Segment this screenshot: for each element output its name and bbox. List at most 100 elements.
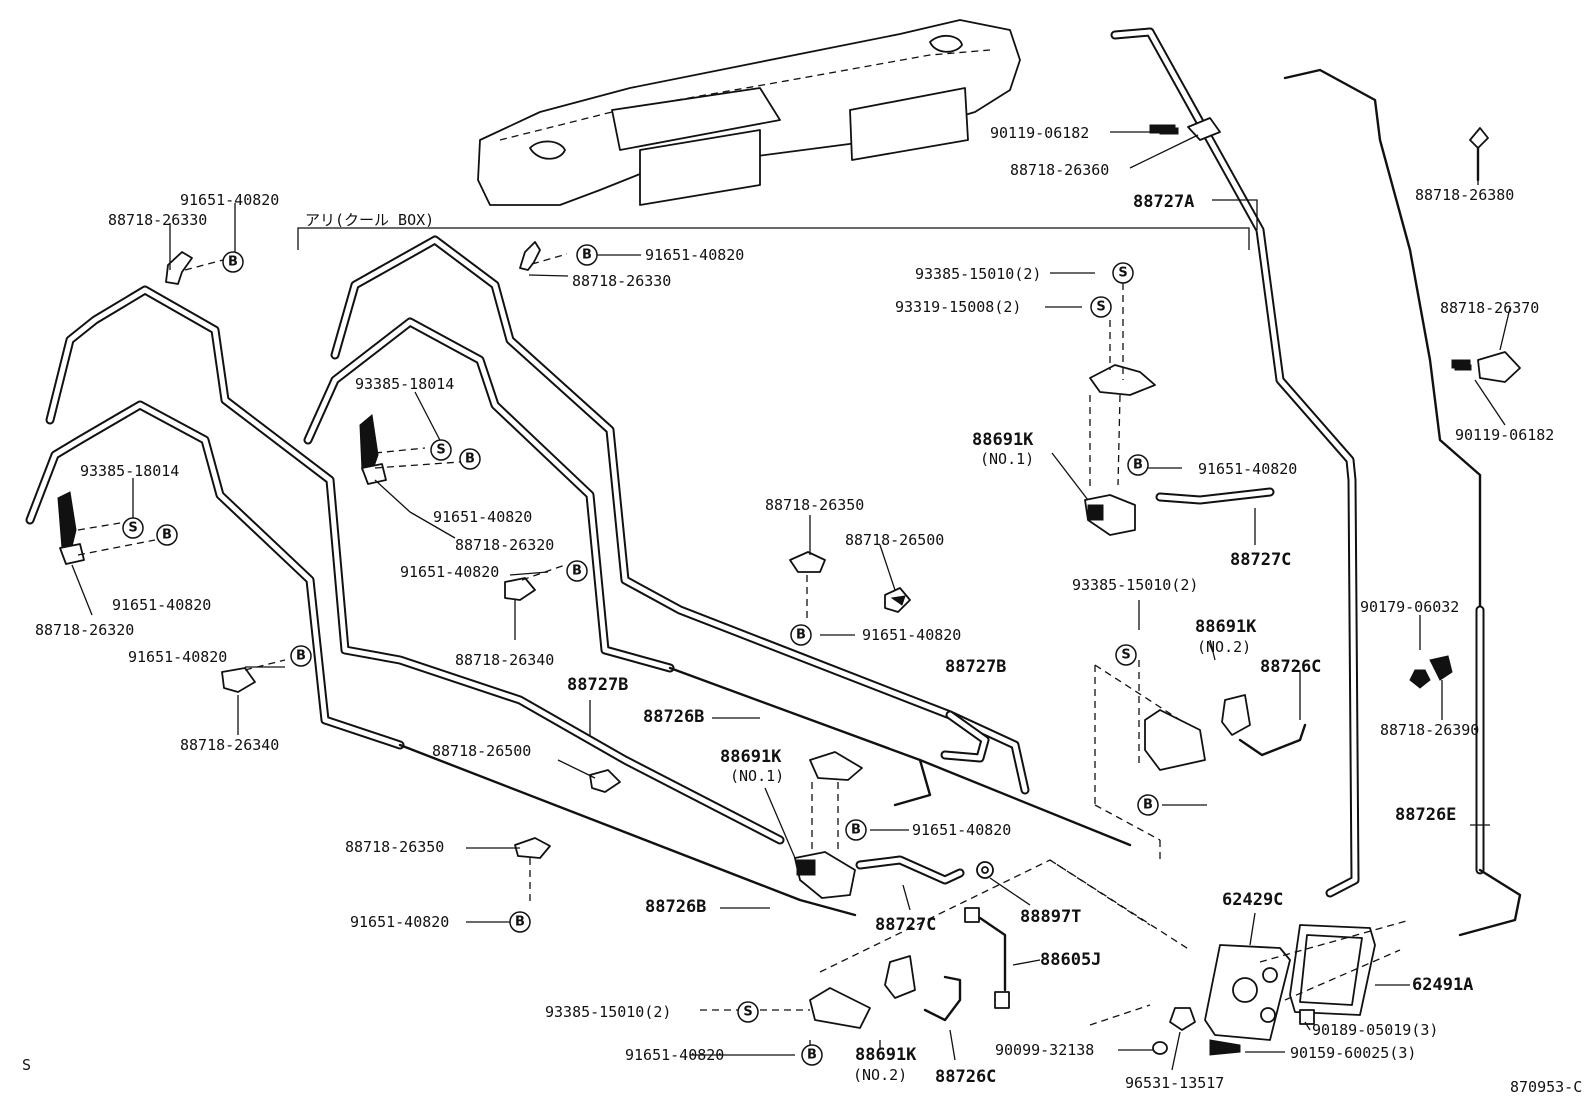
label-88718-26330-tc: 88718-26330 xyxy=(572,272,671,290)
label-93385-15010-mid: 93385-15010(2) xyxy=(1072,576,1198,594)
corner-mark: S xyxy=(22,1056,31,1074)
bolt-symbol-center: B xyxy=(790,624,812,646)
label-88727C-bot: 88727C xyxy=(875,915,936,935)
label-88718-26370: 88718-26370 xyxy=(1440,299,1539,317)
clip-90119-right xyxy=(1451,359,1471,369)
svg-text:B: B xyxy=(572,564,582,579)
pipe-88727A xyxy=(1110,27,1360,898)
label-cool-box: アリ(クール BOX) xyxy=(305,211,434,229)
bracket-88691K-no1-top xyxy=(1084,364,1156,536)
label-88727B-left: 88727B xyxy=(567,675,628,695)
label-93385-18014-a: 93385-18014 xyxy=(355,375,454,393)
bolt-symbol-tc: B xyxy=(576,244,598,266)
label-91651-left3: 91651-40820 xyxy=(128,648,227,666)
pipe-88726B-right xyxy=(303,317,1132,847)
label-88718-26390: 88718-26390 xyxy=(1380,721,1479,739)
svg-text:B: B xyxy=(1143,798,1153,813)
svg-text:S: S xyxy=(128,521,137,536)
label-93319-15008: 93319-15008(2) xyxy=(895,298,1021,316)
label-no1-bot: (NO.1) xyxy=(730,767,784,785)
screw-symbol-top: S xyxy=(1112,262,1134,284)
screw-symbol-mid: S xyxy=(1115,644,1137,666)
screw-symbol-top2: S xyxy=(1090,296,1112,318)
label-88691K-no2-bot: 88691K xyxy=(855,1045,917,1065)
clip-88718-26500-bot xyxy=(589,769,621,793)
label-91651-left2: 91651-40820 xyxy=(112,596,211,614)
seal-62491A xyxy=(1289,924,1376,1016)
labels: 91651-40820 88718-26330 アリ(クール BOX) 9165… xyxy=(22,124,1582,1096)
cool-box-bracket-line xyxy=(297,227,1250,250)
label-91651-center: 91651-40820 xyxy=(862,626,961,644)
label-93385-15010-top: 93385-15010(2) xyxy=(915,265,1041,283)
label-88726C-bot: 88726C xyxy=(935,1067,996,1087)
svg-text:S: S xyxy=(743,1005,752,1020)
label-88605J: 88605J xyxy=(1040,950,1101,970)
label-no2-bot: (NO.2) xyxy=(853,1066,907,1084)
label-90159: 90159-60025(3) xyxy=(1290,1044,1416,1062)
clip-88718-26340-left xyxy=(221,667,256,693)
label-88718-26330-tl: 88718-26330 xyxy=(108,211,207,229)
wire-88605J xyxy=(978,916,1007,992)
nut-90179 xyxy=(1409,669,1431,689)
svg-text:B: B xyxy=(796,628,806,643)
clamp-88718-26320-b xyxy=(57,491,85,565)
label-93385-18014-b: 93385-18014 xyxy=(80,462,179,480)
connector-88605J xyxy=(964,907,1010,1009)
label-62491A: 62491A xyxy=(1412,975,1473,995)
clamp-88718-26320-a xyxy=(359,414,387,485)
clip-88718-26340-mid xyxy=(504,577,536,601)
wire-88726C-right xyxy=(1238,723,1307,757)
label-62429C: 62429C xyxy=(1222,890,1283,910)
label-91651-bot1: 91651-40820 xyxy=(350,913,449,931)
bracket-88691K-no1-bot xyxy=(794,751,863,899)
label-88727A: 88727A xyxy=(1133,192,1194,212)
label-91651-tl: 91651-40820 xyxy=(180,191,279,209)
label-88726B-bot: 88726B xyxy=(645,897,706,917)
leader-lines xyxy=(71,131,1511,1071)
bracket-88691K-no2-right xyxy=(1144,694,1251,771)
bolt-symbol-left2: B xyxy=(156,524,178,546)
label-91651-mid2: 91651-40820 xyxy=(400,563,499,581)
svg-text:B: B xyxy=(465,452,475,467)
label-88727B-right: 88727B xyxy=(945,657,1006,677)
bracket-88691K-no2-bot xyxy=(809,955,916,1029)
svg-text:S: S xyxy=(1118,266,1127,281)
svg-text:B: B xyxy=(851,823,861,838)
label-88718-26320-b: 88718-26320 xyxy=(35,621,134,639)
clip-88718-26350-top xyxy=(789,551,826,573)
svg-text:S: S xyxy=(1121,648,1130,663)
washer-90099 xyxy=(1152,1041,1168,1055)
label-no1-top: (NO.1) xyxy=(980,450,1034,468)
label-91651-right1: 91651-40820 xyxy=(1198,460,1297,478)
pipe-88726E xyxy=(1283,68,1522,937)
svg-text:B: B xyxy=(807,1048,817,1063)
label-88726E: 88726E xyxy=(1395,805,1456,825)
label-90119-right: 90119-06182 xyxy=(1455,426,1554,444)
label-91651-right2: 91651-40820 xyxy=(912,821,1011,839)
clip-88718-26500-top xyxy=(884,587,911,613)
label-88726C-right: 88726C xyxy=(1260,657,1321,677)
label-90119-top: 90119-06182 xyxy=(990,124,1089,142)
symbols: B B S S S B S B B B B S B B B B S B xyxy=(122,244,1159,1066)
label-96531: 96531-13517 xyxy=(1125,1074,1224,1092)
svg-text:B: B xyxy=(228,255,238,270)
label-88718-26500-bot: 88718-26500 xyxy=(432,742,531,760)
pipe-88727C-bottom xyxy=(855,855,965,885)
label-88726B-top: 88726B xyxy=(643,707,704,727)
screw-symbol-left2: S xyxy=(122,517,144,539)
bolt-symbol-right-mid: B xyxy=(1137,794,1159,816)
bolt-symbol-right2: B xyxy=(845,819,867,841)
label-90189: 90189-05019(3) xyxy=(1312,1021,1438,1039)
label-88718-26320-a: 88718-26320 xyxy=(455,536,554,554)
label-91651-bot2: 91651-40820 xyxy=(625,1046,724,1064)
cool-box-housing xyxy=(477,19,1021,206)
svg-text:B: B xyxy=(1133,458,1143,473)
label-88718-26360: 88718-26360 xyxy=(1010,161,1109,179)
label-88718-26350-top: 88718-26350 xyxy=(765,496,864,514)
clip-88718-26380 xyxy=(1469,127,1489,182)
label-88718-26350-bot: 88718-26350 xyxy=(345,838,444,856)
bolt-symbol-left3: B xyxy=(290,645,312,667)
nut-96531 xyxy=(1169,1007,1196,1031)
label-90099: 90099-32138 xyxy=(995,1041,1094,1059)
label-88718-26340-mid: 88718-26340 xyxy=(455,651,554,669)
